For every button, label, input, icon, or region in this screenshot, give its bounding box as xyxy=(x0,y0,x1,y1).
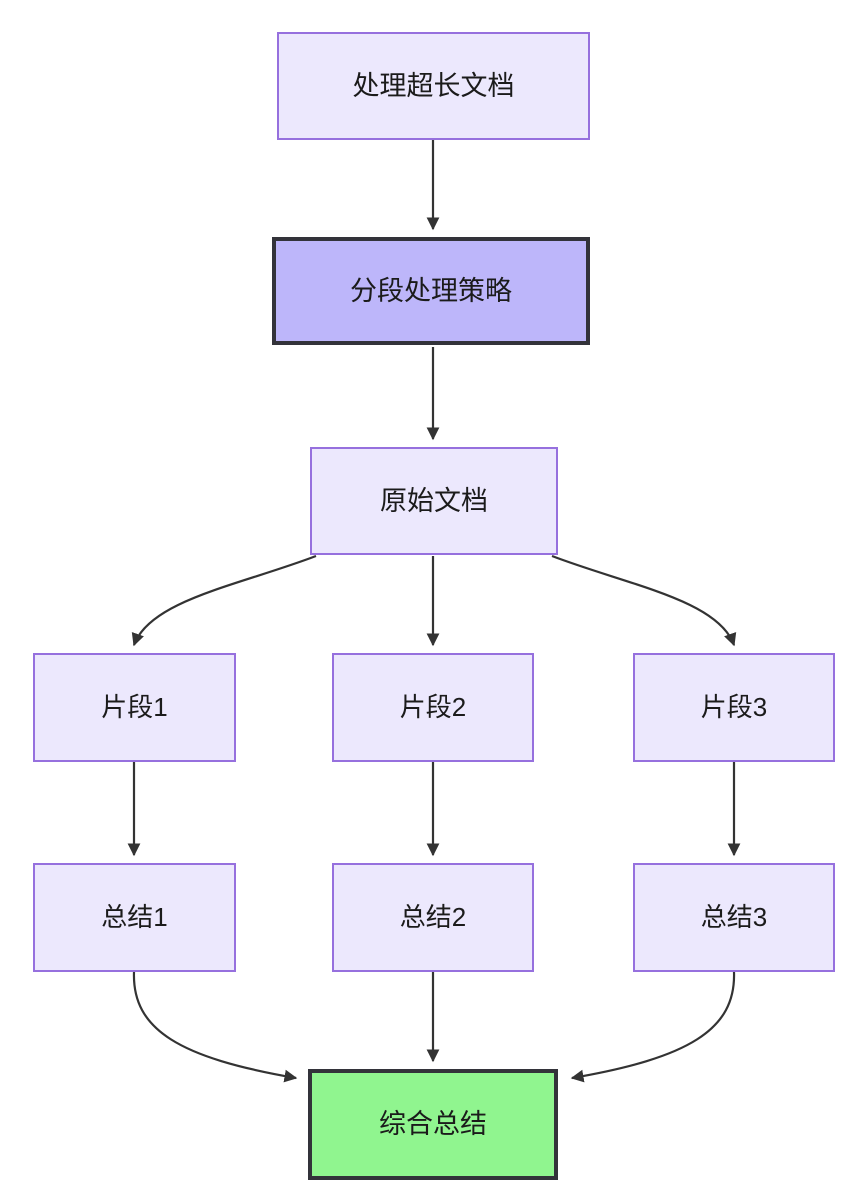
node-fragment-3[interactable]: 片段3 xyxy=(633,653,835,762)
node-summary-1[interactable]: 总结1 xyxy=(33,863,236,972)
node-fragment-2[interactable]: 片段2 xyxy=(332,653,534,762)
edge-n9-n10 xyxy=(570,971,736,1083)
node-label: 片段2 xyxy=(399,691,467,722)
edge-n7-n10 xyxy=(132,971,298,1083)
node-original-document[interactable]: 原始文档 xyxy=(310,447,558,555)
node-label: 总结3 xyxy=(700,901,768,932)
node-label: 片段3 xyxy=(700,691,768,722)
node-label: 综合总结 xyxy=(379,1109,487,1140)
edge-n3-n6 xyxy=(551,554,737,647)
node-chunking-strategy[interactable]: 分段处理策略 xyxy=(272,237,590,345)
node-final-summary[interactable]: 综合总结 xyxy=(308,1069,558,1180)
node-fragment-1[interactable]: 片段1 xyxy=(33,653,236,762)
node-label: 原始文档 xyxy=(380,485,488,516)
node-label: 总结1 xyxy=(101,901,168,932)
edge-n3-n4 xyxy=(131,554,317,647)
node-summary-2[interactable]: 总结2 xyxy=(332,863,534,972)
node-label: 片段1 xyxy=(101,691,168,722)
node-process-long-document[interactable]: 处理超长文档 xyxy=(277,32,590,140)
node-summary-3[interactable]: 总结3 xyxy=(633,863,835,972)
node-label: 分段处理策略 xyxy=(350,275,512,306)
node-label: 处理超长文档 xyxy=(352,70,515,101)
node-label: 总结2 xyxy=(399,901,467,932)
